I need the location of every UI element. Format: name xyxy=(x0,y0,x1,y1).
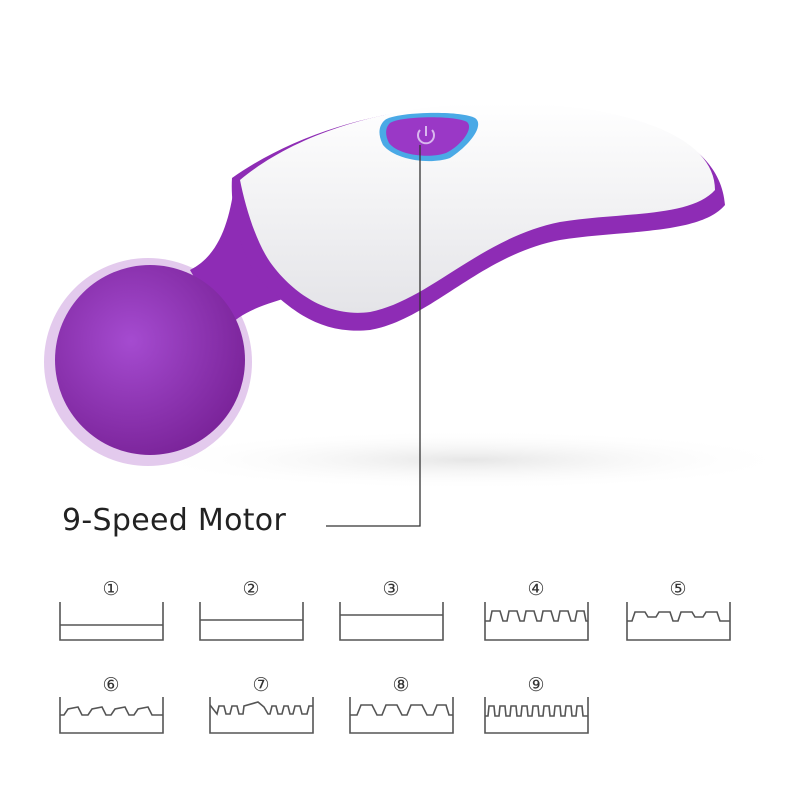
mode-8-wave xyxy=(350,704,453,716)
mode-2-box xyxy=(199,602,304,641)
mode-7-wave xyxy=(209,701,313,716)
power-button[interactable] xyxy=(386,117,470,156)
feature-label: 9-Speed Motor xyxy=(62,503,287,538)
mode-9-label: ⑨ xyxy=(527,674,545,696)
mode-4-wave xyxy=(485,610,588,622)
callout-line xyxy=(326,145,421,527)
mode-9-wave xyxy=(485,705,588,717)
mode-1-label: ① xyxy=(102,578,120,600)
mode-6-label: ⑥ xyxy=(102,674,120,696)
mode-4-label: ④ xyxy=(527,578,545,600)
mode-6-wave xyxy=(60,706,163,716)
massage-head xyxy=(55,265,245,455)
mode-charts xyxy=(59,602,731,734)
mode-7-label: ⑦ xyxy=(252,674,270,696)
mode-8-label: ⑧ xyxy=(392,674,410,696)
mode-7-box xyxy=(209,697,314,734)
mode-5-wave xyxy=(627,611,730,622)
mode-1-box xyxy=(59,602,164,641)
power-icon xyxy=(417,126,435,145)
mode-5-label: ⑤ xyxy=(669,578,687,600)
shadow xyxy=(140,430,800,490)
mode-3-label: ③ xyxy=(382,578,400,600)
handle xyxy=(240,102,715,313)
mode-2-label: ② xyxy=(242,578,260,600)
mode-3-box xyxy=(339,602,444,641)
mode-9-box xyxy=(484,697,589,734)
